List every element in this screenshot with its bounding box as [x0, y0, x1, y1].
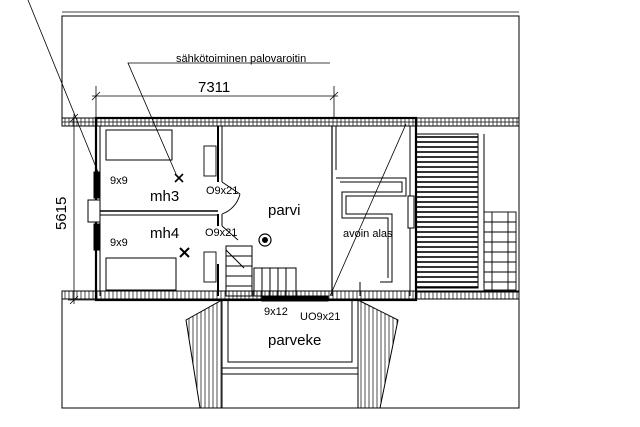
dimension-horizontal — [91, 86, 339, 118]
interior-walls — [100, 125, 416, 296]
door-swing-mh4 — [221, 225, 239, 241]
door-label-mh4: O9x21 — [205, 227, 237, 239]
roof-eave-top — [61, 117, 520, 127]
room-label-parvi: parvi — [268, 202, 301, 219]
bed-mh3 — [105, 129, 173, 161]
wardrobes — [203, 145, 217, 283]
dimension-vertical-label: 5615 — [53, 197, 70, 230]
leader-line-topleft — [27, 0, 99, 173]
roof-hatch-right — [357, 299, 399, 409]
window-label-mh3: 9x9 — [110, 175, 128, 187]
window-label-balcony: 9x12 — [264, 306, 288, 318]
open-below-area — [329, 123, 415, 297]
roof-hatch-left — [185, 299, 223, 409]
opening-below-label: avoin alas — [343, 228, 393, 240]
staircase — [225, 245, 297, 297]
detector-marker-mh3-icon — [174, 173, 184, 183]
room-label-parveke: parveke — [268, 332, 321, 349]
door-label-mh3: O9x21 — [206, 185, 238, 197]
window-mh3-frame — [87, 171, 101, 251]
door-label-balcony: UO9x21 — [300, 311, 340, 323]
dimension-vertical — [68, 113, 96, 305]
dimension-horizontal-label: 7311 — [198, 79, 230, 96]
exterior-stair — [483, 211, 517, 291]
door-swing-mh3 — [221, 181, 241, 215]
bed-mh4 — [105, 257, 177, 291]
detector-marker-mh4-icon — [179, 247, 190, 258]
window-label-mh4: 9x9 — [110, 237, 128, 249]
note-leader — [127, 62, 330, 175]
louvered-vent — [415, 125, 520, 293]
room-label-mh3: mh3 — [150, 188, 179, 205]
smoke-detector-note: sähkötoiminen palovaroitin — [176, 53, 306, 65]
roof-top — [61, 11, 520, 118]
exterior-walls — [94, 116, 418, 302]
roof-bottom — [61, 299, 520, 409]
smoke-detector-icon — [258, 233, 272, 247]
room-label-mh4: mh4 — [150, 225, 179, 242]
